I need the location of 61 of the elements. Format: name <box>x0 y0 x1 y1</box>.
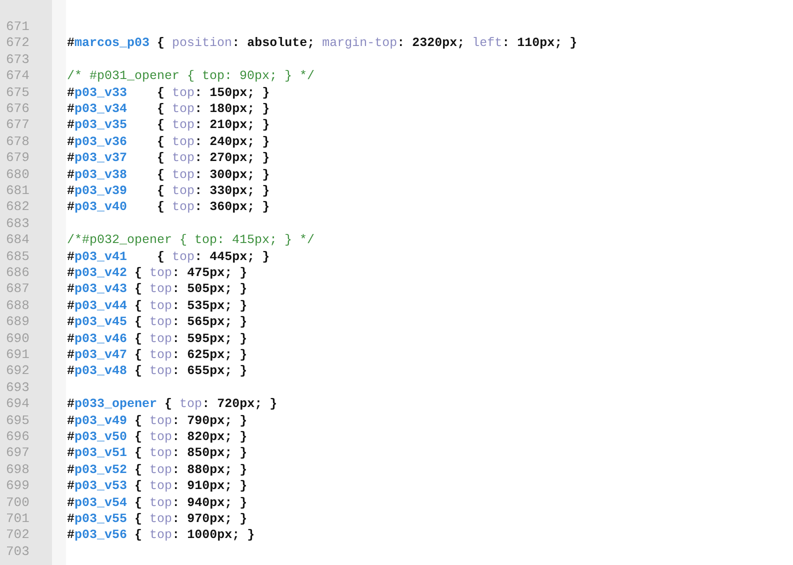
line-number: 673 <box>6 52 30 68</box>
line-number: 676 <box>6 101 30 117</box>
line-number: 690 <box>6 330 30 347</box>
code-line: #p03_v38 { top: 300px; } <box>67 166 270 183</box>
line-number: 695 <box>6 412 30 429</box>
code-line: /* #p031_opener { top: 90px; } */ <box>67 68 315 84</box>
code-line: #p03_v36 { top: 240px; } <box>67 134 270 150</box>
code-line: #p03_v56 { top: 1000px; } <box>67 527 255 544</box>
line-number: 685 <box>6 248 30 265</box>
code-line: #p03_v34 { top: 180px; } <box>67 101 270 117</box>
code-line: #p03_v43 { top: 505px; } <box>67 281 248 298</box>
line-number: 701 <box>6 511 30 527</box>
code-line: #p03_v54 { top: 940px; } <box>67 494 248 511</box>
line-number: 678 <box>6 134 30 150</box>
line-number: 681 <box>6 183 30 199</box>
code-line: #p03_v48 { top: 655px; } <box>67 363 248 380</box>
code-line: #p03_v49 { top: 790px; } <box>67 412 248 429</box>
code-line: #p03_v39 { top: 330px; } <box>67 183 270 199</box>
code-line: #p03_v40 { top: 360px; } <box>67 199 270 216</box>
code-line: #p03_v45 { top: 565px; } <box>67 314 248 330</box>
code-line: #p033_opener { top: 720px; } <box>67 396 278 412</box>
line-number: 691 <box>6 347 30 363</box>
line-number: 693 <box>6 380 30 396</box>
line-number: 698 <box>6 462 30 478</box>
code-line: #p03_v55 { top: 970px; } <box>67 511 248 527</box>
line-number: 702 <box>6 527 30 544</box>
line-number: 687 <box>6 281 30 298</box>
line-number: 697 <box>6 445 30 462</box>
code-line: #p03_v33 { top: 150px; } <box>67 84 270 101</box>
code-line: #p03_v53 { top: 910px; } <box>67 478 248 494</box>
code-line: #p03_v52 { top: 880px; } <box>67 462 248 478</box>
code-line: #p03_v46 { top: 595px; } <box>67 330 248 347</box>
line-number: 692 <box>6 363 30 380</box>
line-number: 674 <box>6 68 30 84</box>
code-line: #p03_v47 { top: 625px; } <box>67 347 248 363</box>
line-number: 699 <box>6 478 30 494</box>
code-line: #p03_v51 { top: 850px; } <box>67 445 248 462</box>
line-number: 671 <box>6 19 30 35</box>
line-number: 682 <box>6 199 30 216</box>
code-line: #p03_v37 { top: 270px; } <box>67 150 270 166</box>
code-line: #p03_v42 { top: 475px; } <box>67 265 248 281</box>
code-line: /*#p032_opener { top: 415px; } */ <box>67 232 315 248</box>
line-number: 694 <box>6 396 30 412</box>
code-line: #p03_v35 { top: 210px; } <box>67 117 270 134</box>
code-line: #p03_v41 { top: 445px; } <box>67 248 270 265</box>
line-number: 679 <box>6 150 30 166</box>
line-number: 672 <box>6 35 30 52</box>
line-number: 684 <box>6 232 30 248</box>
line-number: 688 <box>6 298 30 314</box>
line-number: 700 <box>6 494 30 511</box>
code-line: #marcos_p03 { position: absolute; margin-top: 2320px; left: 110px; } <box>67 35 578 52</box>
line-number: 683 <box>6 216 30 232</box>
line-number: 675 <box>6 84 30 101</box>
line-number: 686 <box>6 265 30 281</box>
line-number: 703 <box>6 544 30 560</box>
code-line: #p03_v50 { top: 820px; } <box>67 429 248 445</box>
line-number: 689 <box>6 314 30 330</box>
line-number: 677 <box>6 117 30 134</box>
line-number: 680 <box>6 166 30 183</box>
line-number: 696 <box>6 429 30 445</box>
code-line: #p03_v44 { top: 535px; } <box>67 298 248 314</box>
